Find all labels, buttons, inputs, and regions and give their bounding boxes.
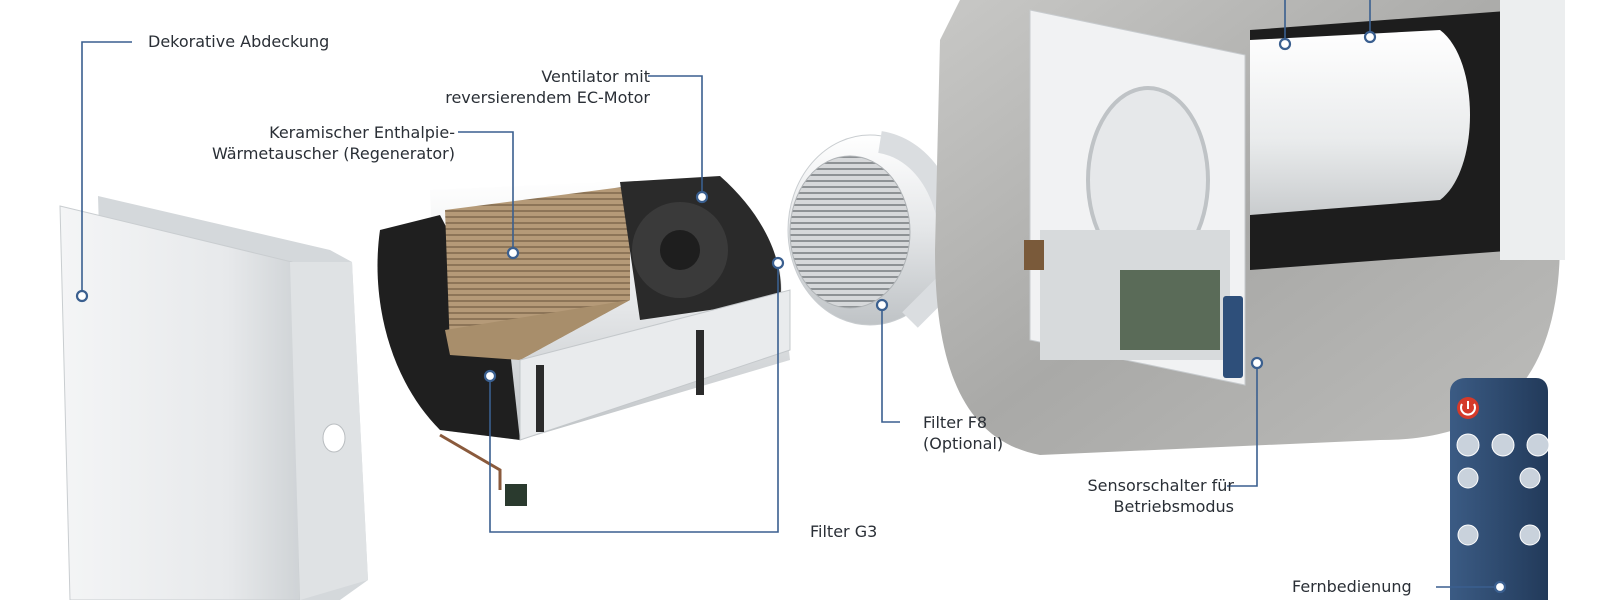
label-exchanger-line2: Wärmetauscher (Regenerator): [211, 144, 455, 163]
label-fan: Ventilator mit reversierendem EC-Motor: [380, 66, 650, 108]
speed-3-icon[interactable]: [1456, 433, 1480, 457]
label-filter-g3: Filter G3: [810, 522, 878, 541]
leader-filter-g3: [489, 262, 779, 533]
label-sensor-line1: Sensorschalter für: [1087, 476, 1235, 495]
label-filter-f8-line1: Filter F8: [923, 413, 988, 432]
label-heat-exchanger: Keramischer Enthalpie- Wärmetauscher (Re…: [150, 122, 455, 164]
filter-icon[interactable]: [1457, 524, 1479, 546]
remote-control[interactable]: [1450, 378, 1550, 600]
speed-1-icon[interactable]: [1526, 433, 1550, 457]
label-filter-f8: Filter F8 (Optional): [923, 412, 1003, 454]
label-fan-line2: reversierendem EC-Motor: [445, 88, 650, 107]
leader-filter-f8: [881, 306, 900, 423]
timer-icon[interactable]: [1519, 524, 1541, 546]
speed-2-icon[interactable]: [1491, 433, 1515, 457]
leader-lines: [81, 0, 1496, 588]
leader-exchanger: [458, 131, 514, 248]
heat-exchanger-unit: [377, 176, 791, 506]
leader-cover: [81, 41, 132, 290]
label-remote-control: Fernbedienung: [1292, 577, 1412, 596]
wall-installation: [935, 0, 1565, 455]
leader-dots: [75, 30, 1507, 594]
rotate-left-icon[interactable]: [1457, 467, 1479, 489]
leader-fan: [648, 75, 703, 193]
label-exchanger-line1: Keramischer Enthalpie-: [269, 123, 455, 142]
leader-sensor: [1227, 366, 1258, 487]
label-fan-line1: Ventilator mit: [541, 67, 650, 86]
label-decorative-cover: Dekorative Abdeckung: [148, 32, 330, 51]
label-sensor-switch: Sensorschalter für Betriebsmodus: [1010, 475, 1235, 517]
decorative-cover: [59, 196, 368, 600]
filter-f8: [787, 131, 963, 328]
label-filter-f8-line2: (Optional): [923, 434, 1004, 453]
label-sensor-line2: Betriebsmodus: [1113, 497, 1234, 516]
cycle-icon[interactable]: [1519, 467, 1541, 489]
